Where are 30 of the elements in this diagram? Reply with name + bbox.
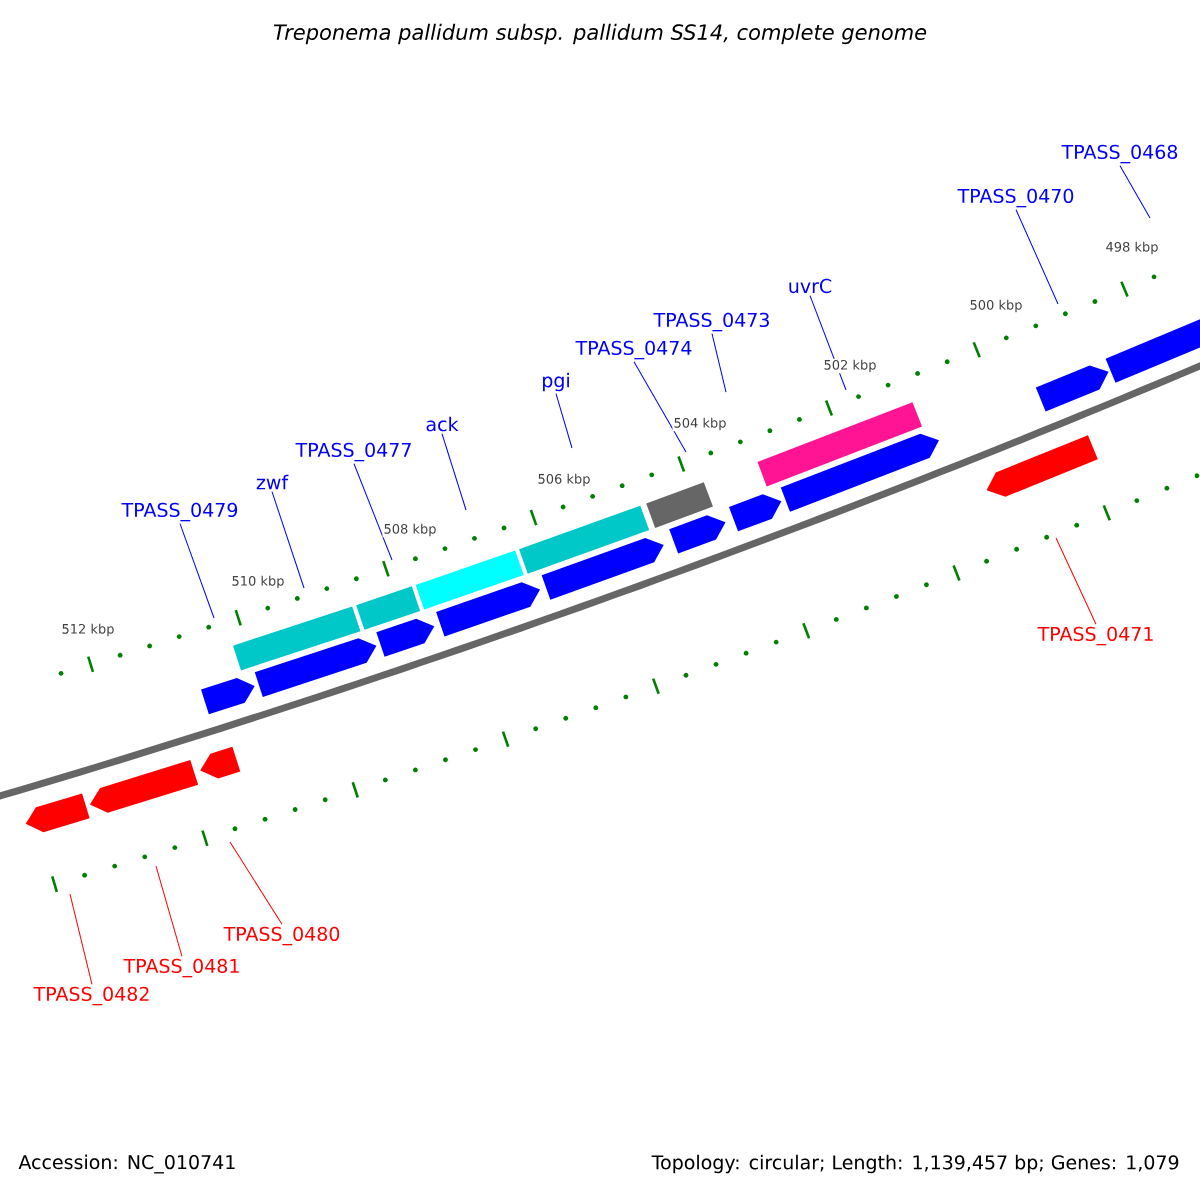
leader-line [229, 841, 283, 925]
gene-label: TPASS_0482 [33, 986, 149, 1006]
footer-text: Accession: NC_010741 [18, 1154, 235, 1174]
leader-line [69, 893, 93, 985]
leader-line [271, 491, 305, 589]
gene-label: zwf [256, 474, 289, 490]
leader-line [441, 433, 467, 511]
leader-line [1015, 209, 1059, 305]
gene-label: TPASS_0468 [1061, 144, 1178, 164]
gene-label: ack [426, 416, 459, 432]
gene-label: TPASS_0477 [295, 442, 411, 462]
gene-label: TPASS_0481 [123, 958, 239, 978]
footer-text: Topology: circular; Length: 1,139,457 bp; Genes: 1,079 [651, 1154, 1179, 1174]
leader-line [353, 463, 393, 561]
leader-line [1055, 537, 1097, 625]
leader-line [555, 393, 573, 449]
gene-label: TPASS_0480 [223, 926, 340, 946]
leader-line [1119, 165, 1151, 219]
gene-label: TPASS_0471 [1037, 626, 1153, 646]
leader-line [711, 333, 727, 393]
gene-label: pgi [543, 372, 569, 392]
gene-label: TPASS_0473 [653, 312, 769, 332]
gene-label: TPASS_0474 [575, 340, 692, 360]
leader-line [633, 361, 687, 453]
title: Treponema pallidum subsp. pallidum SS14, complete genome [273, 23, 927, 45]
gene-label: TPASS_0479 [121, 502, 238, 522]
gene-label: TPASS_0470 [957, 188, 1074, 208]
leader-line [179, 523, 215, 619]
gene-label: uvrC [789, 278, 832, 294]
leader-line [155, 865, 183, 957]
